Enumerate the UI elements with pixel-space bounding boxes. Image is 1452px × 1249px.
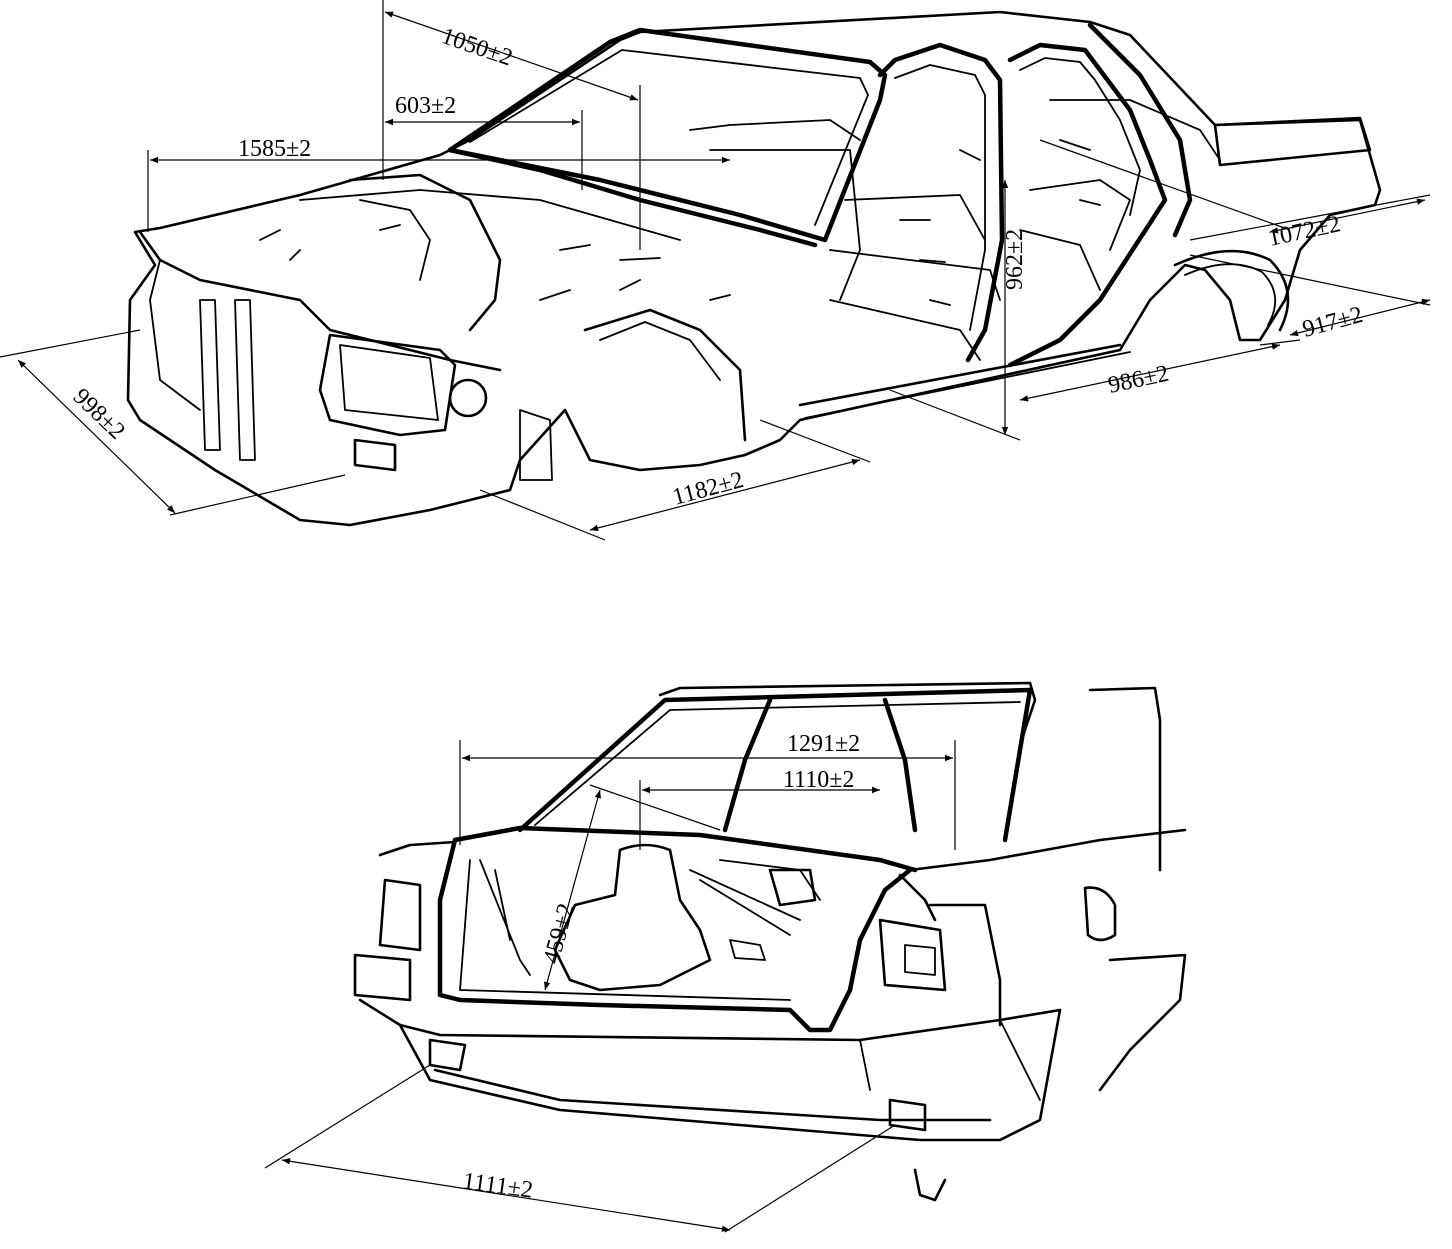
dim-label-1050: 1050±2 [438, 23, 516, 71]
front-body-in-white-drawing [126, 10, 1382, 527]
dim-label-962: 962±2 [1002, 229, 1028, 290]
dim-label-1110: 1110±2 [783, 767, 854, 793]
dim-label-986: 986±2 [1106, 361, 1171, 399]
front-dimension-lines [0, 0, 1431, 541]
dim-label-1182: 1182±2 [670, 467, 747, 511]
rear-dimension-labels: 1291±2 1110±2 459±2 1111±2 [461, 731, 860, 1204]
dim-label-998: 998±2 [68, 384, 130, 445]
dim-label-459: 459±2 [539, 901, 580, 967]
dim-label-603: 603±2 [395, 93, 456, 119]
dim-label-917: 917±2 [1300, 302, 1366, 343]
rear-body-drawing [353, 681, 1187, 1202]
front-dimension-labels: 1050±2 603±2 1585±2 998±2 1182±2 962±2 9… [68, 23, 1366, 511]
rear-dimension-lines [264, 740, 956, 1233]
dim-label-1585: 1585±2 [238, 136, 311, 162]
dim-label-1111: 1111±2 [461, 1168, 534, 1204]
dim-label-1291: 1291±2 [787, 731, 860, 757]
